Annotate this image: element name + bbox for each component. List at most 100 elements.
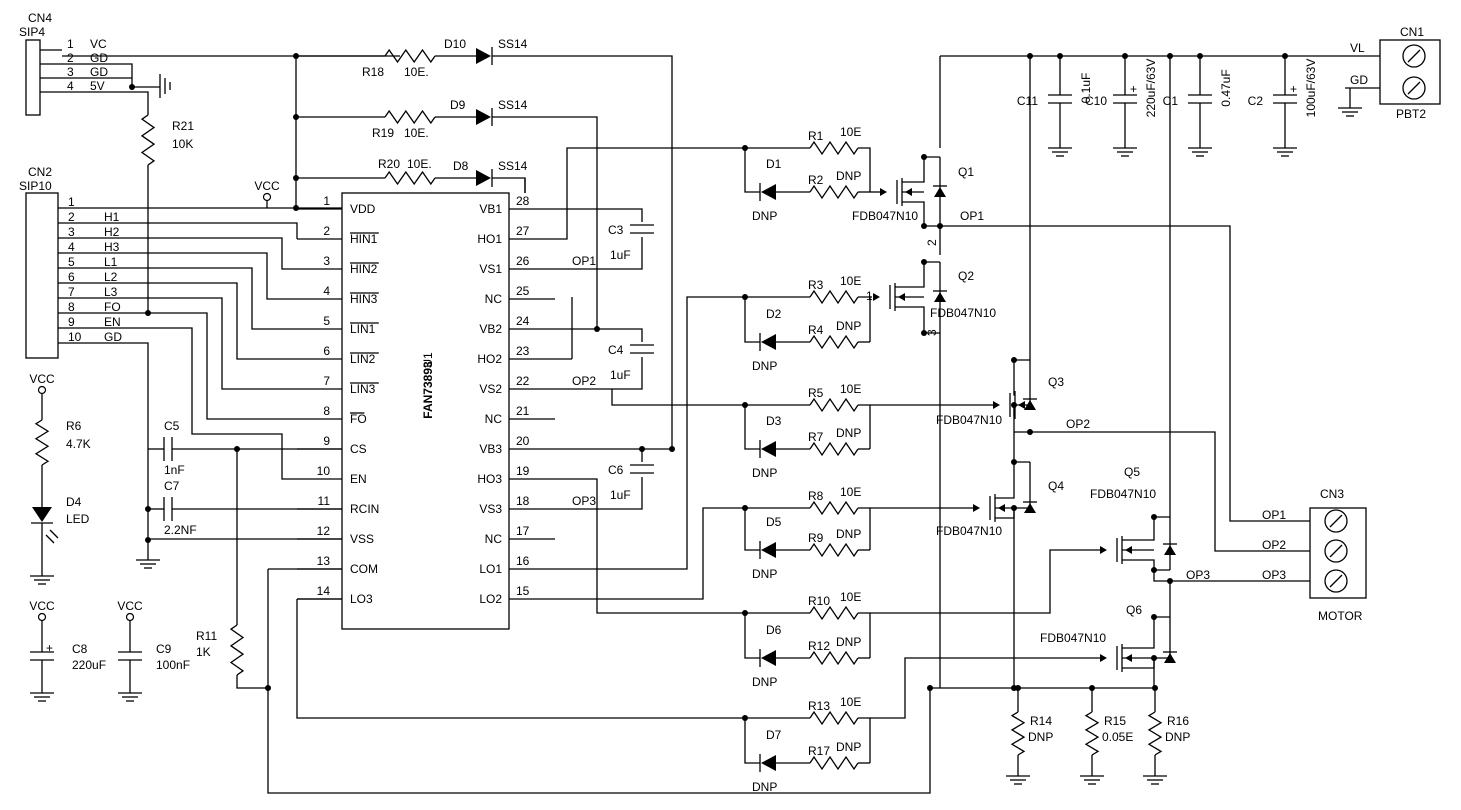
cn2-pin-number: 4 [68, 240, 75, 254]
c7-ref: C7 [164, 479, 180, 493]
boot-diode [476, 109, 491, 125]
bootcap-value: 1uF [610, 488, 631, 502]
h3 [58, 252, 297, 300]
cn2-pin-number: 3 [68, 225, 75, 239]
bulkcap-value: 0.47uF [1219, 69, 1233, 106]
shunt-value: 0.05E [1102, 730, 1133, 744]
arrow-icon [873, 293, 880, 301]
gate-d-value: DNP [752, 567, 777, 581]
q3-body-diode-icon [1024, 400, 1036, 410]
wires [40, 49, 1380, 794]
u1-pin-name: HIN3 [350, 292, 378, 306]
u1-pin-number: 6 [323, 344, 330, 358]
boot-d-value: SS14 [498, 98, 528, 112]
u1-pin-name: FO [350, 412, 367, 426]
vcc-c8 [37, 612, 47, 622]
u1-pin-number: 4 [323, 284, 330, 298]
gate-d-value: DNP [752, 466, 777, 480]
u1-pin-name: VSS [350, 532, 374, 546]
cn2-pin-number: 7 [68, 285, 75, 299]
vb2-route [492, 116, 598, 329]
shunt [1010, 711, 1026, 756]
bulkcap-ref: C2 [1248, 94, 1264, 108]
u1-part: FAN73893 [421, 361, 435, 419]
cn2-pin-number: 9 [68, 315, 75, 329]
vcc-c9-label: VCC [117, 599, 143, 613]
gate-r2-value: DNP [836, 740, 861, 754]
op3-label: OP3 [1186, 568, 1210, 582]
gate-r2 [809, 755, 859, 771]
vs2-cap [612, 357, 643, 390]
cn1-terminal-2-slot [1407, 81, 1421, 95]
u1-pin-number: 28 [516, 194, 530, 208]
junction-dot [145, 506, 151, 512]
c7-value: 2.2NF [164, 523, 197, 537]
bulkcap-ref: C10 [1085, 94, 1107, 108]
u1-pin-number: 23 [516, 344, 530, 358]
u1-pin-name: LIN2 [350, 352, 376, 366]
cn2-pin-number: 6 [68, 270, 75, 284]
h2 [58, 237, 297, 270]
gate-wire [858, 147, 871, 192]
r6 [34, 419, 50, 466]
u1-pin-number: 18 [516, 494, 530, 508]
u1-pin-name: VDD [350, 202, 376, 216]
r11-bot [236, 675, 268, 689]
boot-d-ref: D8 [453, 159, 469, 173]
d4-value: LED [66, 512, 90, 526]
gate-r [809, 397, 859, 413]
cn2-pin-number: 8 [68, 300, 75, 314]
u1-pin-name: LO2 [479, 592, 502, 606]
bulkcap-plus: + [1290, 82, 1297, 96]
junction-dot [1027, 429, 1033, 435]
boot-r-ref: R20 [378, 157, 400, 171]
gate-r-ref: R3 [808, 278, 824, 292]
junction-dot [1011, 357, 1017, 363]
q5-drain [1122, 516, 1170, 541]
boot-r-value: 10E. [407, 157, 432, 171]
cn2-body [25, 192, 59, 359]
q1-arrow-icon [905, 188, 912, 196]
cn1-type: PBT2 [1396, 107, 1426, 121]
q4-body-diode-icon [1024, 503, 1036, 513]
bootcap-value: 1uF [610, 368, 631, 382]
gate-r2-ref: R4 [808, 323, 824, 337]
gate-r2-ref: R9 [808, 531, 824, 545]
u1-pin-name: VB1 [479, 202, 502, 216]
shunt-ref: R16 [1167, 714, 1189, 728]
l1 [58, 267, 297, 330]
gate-d-value: DNP [752, 359, 777, 373]
lo2-route [555, 507, 745, 600]
cn3-terminal-2-slot [1329, 544, 1343, 558]
bootcap-ref: C4 [608, 343, 624, 357]
fo [58, 312, 297, 420]
u1-pin-name: HIN2 [350, 262, 378, 276]
gate-diode-wire [744, 718, 760, 764]
shunt [1084, 711, 1100, 756]
q5-gate [870, 549, 1100, 614]
bulkcap-ref: C11 [1017, 94, 1038, 108]
q4-ref: Q4 [1048, 479, 1064, 493]
cn2-pin-number: 5 [68, 255, 75, 269]
q6-ref: Q6 [1126, 603, 1142, 617]
gate-r2-ref: R2 [808, 173, 824, 187]
gate-diode-wire [744, 148, 760, 193]
q5-body-diode-icon [1164, 545, 1176, 555]
components [25, 39, 1441, 785]
u1-pin-number: 21 [516, 404, 530, 418]
vcc-c9 [125, 612, 135, 622]
u1-pin-name: VB2 [479, 322, 502, 336]
r21-ref: R21 [172, 119, 194, 133]
vcc-led [37, 385, 47, 395]
cn1-net-gd: GD [1350, 73, 1368, 87]
u1-pin-number: 15 [516, 584, 530, 598]
vs3-cap [555, 477, 643, 510]
gate-r-ref: R8 [808, 489, 824, 503]
junction-dot [1151, 614, 1157, 620]
u1-pin-name: HO3 [477, 472, 502, 486]
arrow-icon [973, 504, 980, 512]
bootcap-ref: C6 [608, 463, 624, 477]
u1-pin-number: 19 [516, 464, 530, 478]
junction-dot [145, 537, 151, 543]
arrow-icon [1100, 654, 1107, 662]
